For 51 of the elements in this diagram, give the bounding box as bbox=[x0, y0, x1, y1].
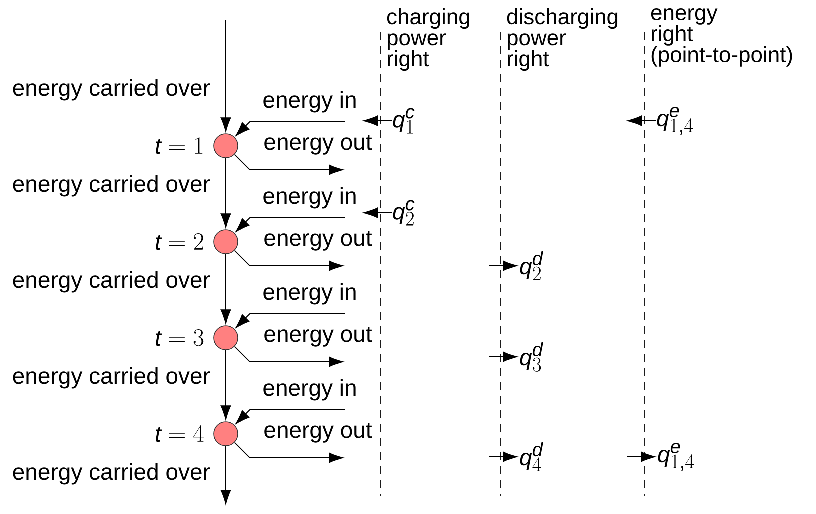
arrow bbox=[234, 346, 344, 368]
time-label: $t = 4$ bbox=[156, 425, 204, 442]
variable-label: $q_1^c$ bbox=[393, 108, 415, 134]
variable-label: $q_{1,4}^e$ bbox=[657, 107, 694, 135]
arrow bbox=[220, 158, 232, 228]
arrowhead bbox=[364, 116, 392, 126]
time-label: $t = 2$ bbox=[156, 233, 204, 250]
edge-label: energy out bbox=[264, 327, 372, 347]
edge-label: energy carried over bbox=[13, 79, 210, 101]
time-step-circle bbox=[214, 230, 238, 254]
arrowhead bbox=[488, 260, 518, 272]
variable-label: $q_2^c$ bbox=[393, 200, 415, 226]
arrowhead bbox=[488, 452, 518, 462]
arrow bbox=[220, 254, 232, 324]
arrowhead bbox=[488, 352, 518, 362]
arrowhead bbox=[364, 208, 392, 218]
variable-label: $q_{1,4}^e$ bbox=[658, 443, 694, 471]
arrow bbox=[220, 350, 232, 420]
variable-label: $q_3^d$ bbox=[520, 342, 544, 372]
column-heading: charging power right bbox=[387, 8, 470, 71]
arrow bbox=[236, 314, 346, 328]
arrow bbox=[236, 410, 346, 424]
arrow bbox=[236, 218, 346, 232]
edge-label: energy in bbox=[264, 91, 356, 113]
edge-label: energy carried over bbox=[13, 463, 210, 485]
arrowhead bbox=[628, 116, 656, 126]
arrow bbox=[220, 20, 232, 132]
edge-label: energy carried over bbox=[13, 175, 210, 197]
variable-label: $q_2^d$ bbox=[520, 251, 544, 281]
arrow bbox=[234, 250, 344, 272]
time-step-circle bbox=[214, 134, 238, 158]
column-heading: discharging power right bbox=[507, 8, 618, 71]
time-label: $t = 1$ bbox=[156, 137, 203, 154]
column-heading: energy right (point-to-point) bbox=[651, 8, 792, 67]
time-step-circle bbox=[214, 422, 238, 446]
arrow bbox=[220, 446, 232, 504]
time-step-circle bbox=[214, 326, 238, 350]
edge-label: energy in bbox=[264, 187, 356, 209]
edge-label: energy out bbox=[264, 135, 372, 155]
edge-label: energy in bbox=[264, 379, 356, 401]
edge-label: energy in bbox=[264, 283, 356, 305]
arrow bbox=[236, 122, 346, 136]
edge-label: energy carried over bbox=[13, 367, 210, 389]
arrow bbox=[234, 442, 344, 464]
arrow bbox=[234, 154, 344, 176]
variable-label: $q_4^d$ bbox=[520, 442, 544, 472]
edge-label: energy carried over bbox=[13, 271, 210, 293]
time-label: $t = 3$ bbox=[156, 329, 204, 346]
edge-label: energy out bbox=[264, 423, 372, 443]
arrowhead bbox=[626, 452, 656, 462]
edge-label: energy out bbox=[264, 231, 372, 251]
